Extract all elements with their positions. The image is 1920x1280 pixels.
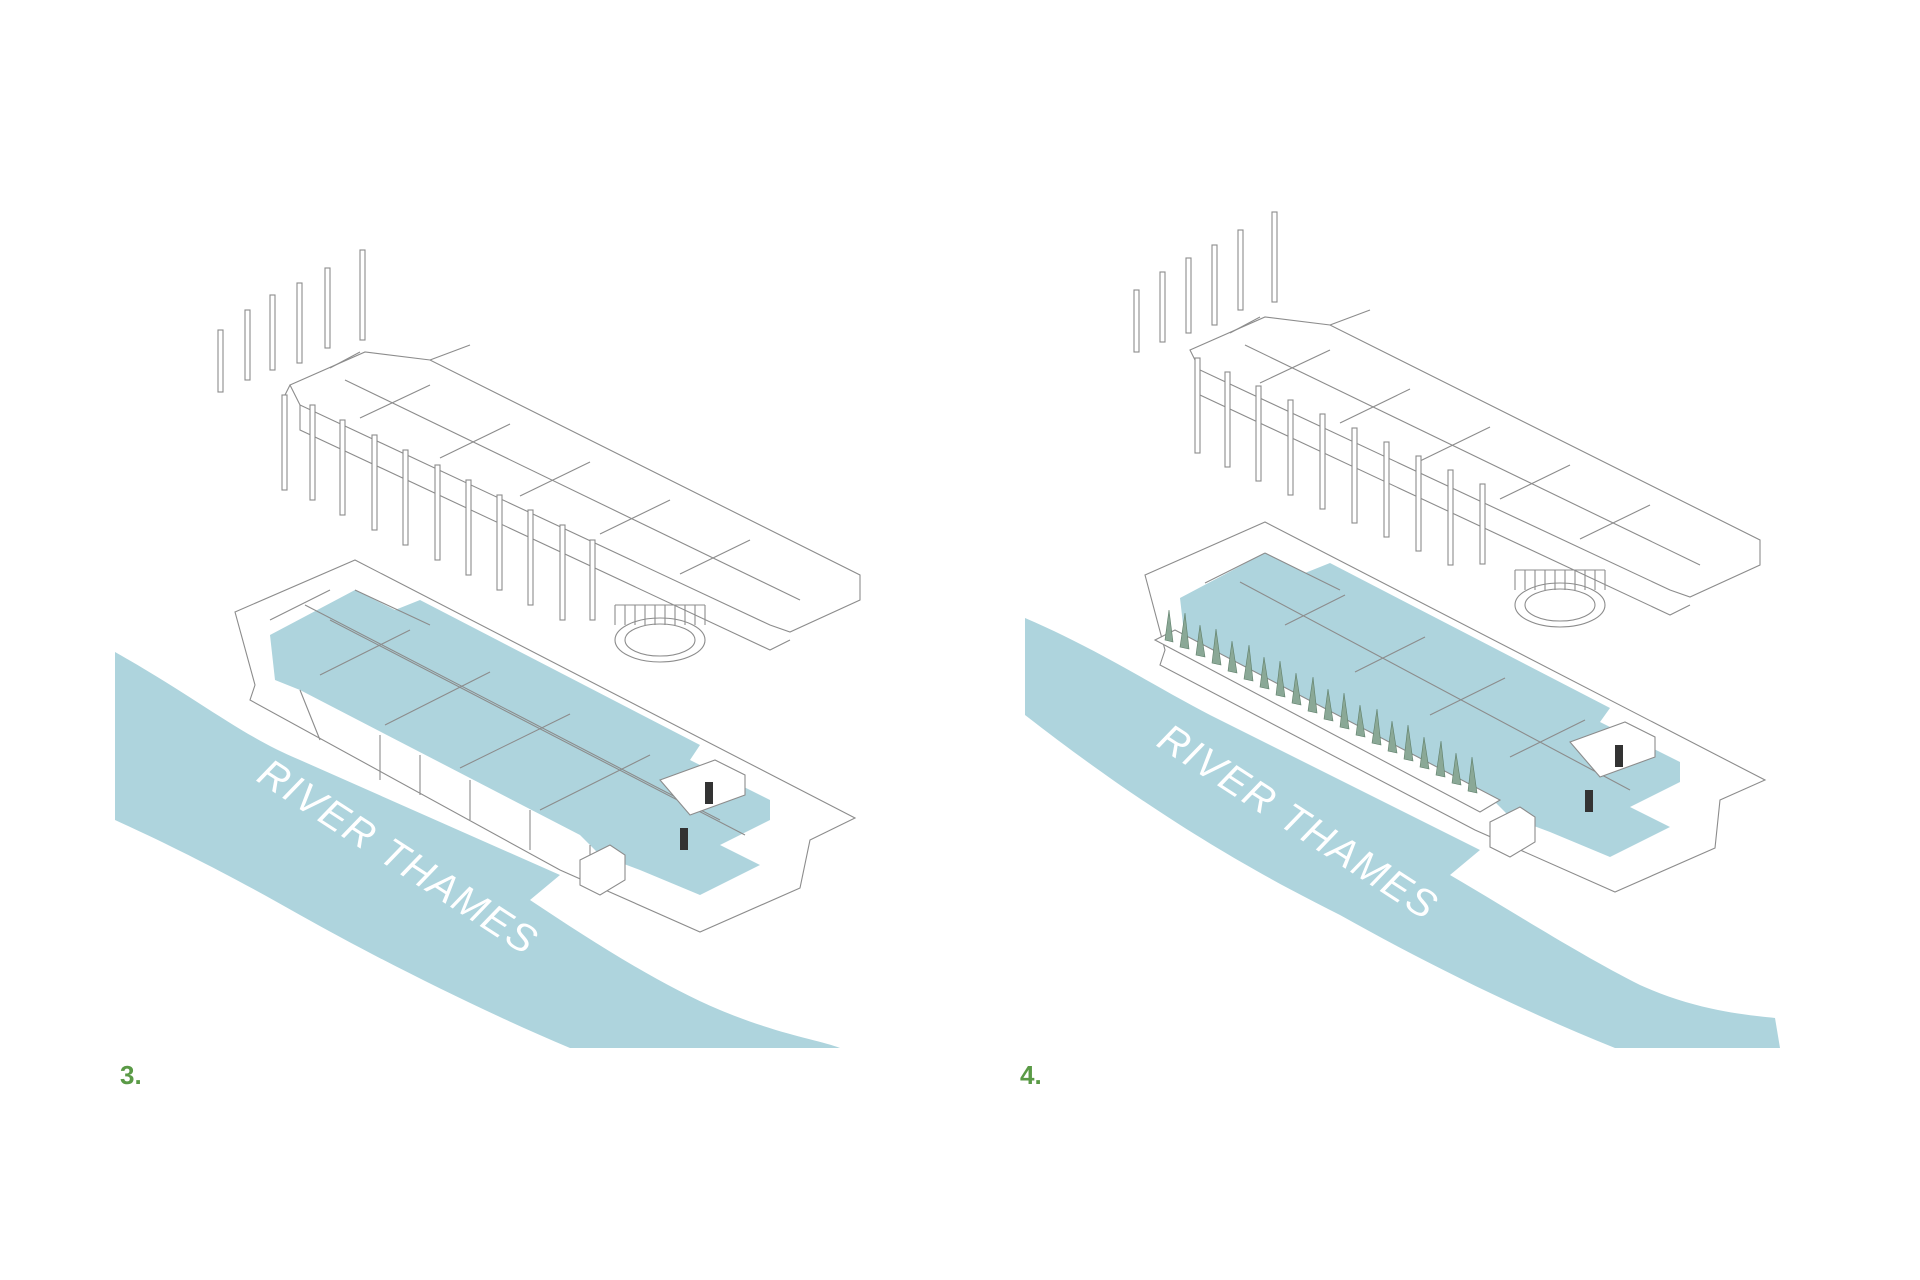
diagram-panel-3: RIVER THAMES xyxy=(115,249,861,1090)
door-icon-2 xyxy=(1585,790,1593,812)
lower-grid xyxy=(1204,552,1631,791)
door-icon xyxy=(705,782,713,804)
river-shape xyxy=(1025,618,1780,1048)
lower-floor-pool xyxy=(270,590,770,895)
axonometric-diagram-3: RIVER THAMES xyxy=(115,249,861,1048)
panel-number-label: 3. xyxy=(120,1060,142,1090)
lower-floor-pool xyxy=(1180,553,1680,857)
river-shape xyxy=(115,652,840,1048)
planting xyxy=(1164,609,1478,794)
lower-steps xyxy=(579,844,626,896)
door-icon xyxy=(1615,745,1623,767)
panel-number-label: 4. xyxy=(1020,1060,1042,1090)
diagram-panel-4: RIVER THAMES xyxy=(960,0,1920,1280)
upper-structure xyxy=(284,344,861,651)
axonometric-diagram-4: RIVER THAMES xyxy=(1025,211,1780,1048)
lower-grid xyxy=(269,589,746,880)
rotunda-colonnade xyxy=(1514,569,1606,590)
rotunda-inner xyxy=(1524,588,1596,622)
lower-pavilion xyxy=(1569,721,1656,778)
columns xyxy=(1133,211,1486,566)
lower-steps xyxy=(1489,806,1536,858)
door-icon-2 xyxy=(680,828,688,850)
upper-structure xyxy=(1189,309,1761,616)
columns xyxy=(217,249,596,621)
rotunda-inner xyxy=(624,623,696,657)
rotunda-colonnade xyxy=(614,604,706,625)
lower-pavilion xyxy=(659,759,746,816)
